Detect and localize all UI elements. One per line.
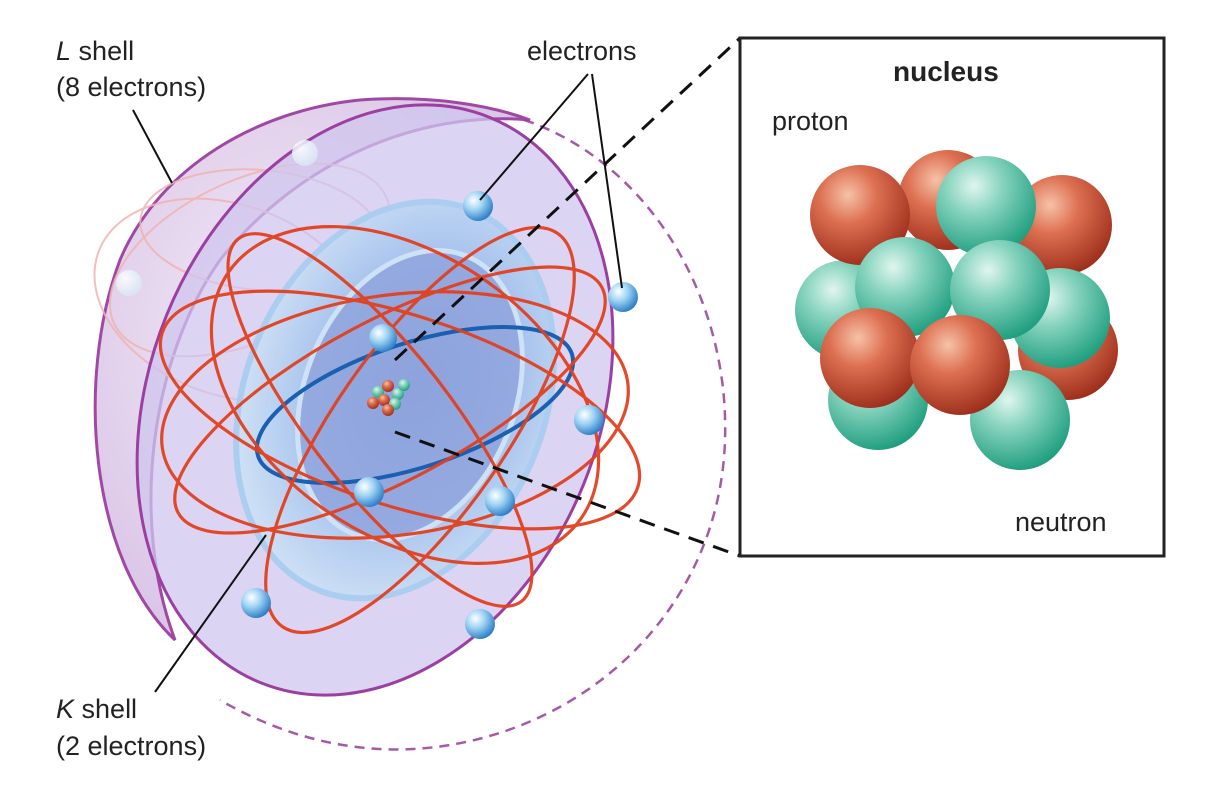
l-shell-back-outline	[219, 113, 727, 751]
l-shell-orbits	[158, 224, 642, 635]
zoom-connector	[393, 36, 742, 558]
atom-center-nucleus	[367, 379, 410, 416]
electron-sphere	[354, 477, 384, 507]
proton-label: proton	[772, 106, 849, 136]
k-shell-label: K shell	[56, 692, 137, 726]
l-shell-count: (8 electrons)	[56, 72, 207, 102]
electrons	[241, 191, 638, 639]
l-shell-label: L shell	[56, 34, 134, 68]
neutron-label: neutron	[1015, 507, 1107, 537]
neutron-sphere	[936, 156, 1036, 256]
electron-sphere	[292, 140, 318, 166]
k-shell-word: shell	[81, 694, 138, 724]
nucleus-cluster	[795, 150, 1118, 470]
l-shell-word: shell	[78, 36, 135, 66]
electron-sphere	[369, 324, 397, 352]
k-shell-orbit	[254, 325, 576, 485]
electron-sphere	[463, 191, 493, 221]
neutron-sphere	[950, 240, 1050, 340]
k-shell-letter: K	[56, 694, 75, 724]
proton-sphere	[810, 165, 910, 265]
electron-sphere	[608, 282, 638, 312]
electron-sphere	[485, 486, 515, 516]
proton-sphere	[1012, 175, 1112, 275]
proton-sphere	[910, 315, 1010, 415]
k-shell-count: (2 electrons)	[56, 731, 207, 761]
electron-sphere	[465, 609, 495, 639]
proton-sphere	[820, 308, 920, 408]
electron-sphere	[116, 270, 142, 296]
electron-sphere	[241, 588, 271, 618]
nucleus-title: nucleus	[893, 56, 999, 87]
l-shell-letter: L	[56, 36, 72, 66]
electrons-label: electrons	[527, 36, 637, 66]
electron-sphere	[574, 405, 604, 435]
